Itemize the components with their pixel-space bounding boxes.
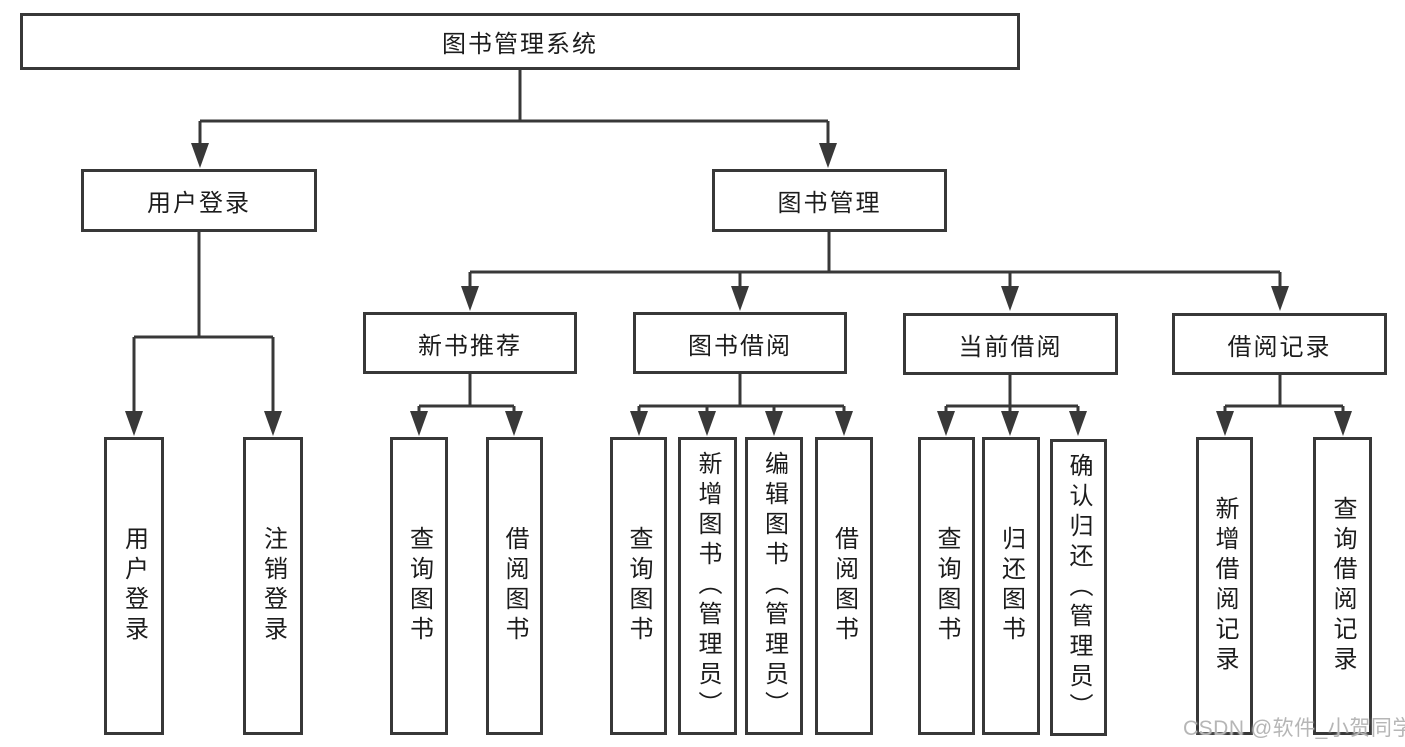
leaf-return-books: 归还图书	[982, 437, 1040, 735]
leaf-edit-books-admin: 编辑图书（管理员）	[745, 437, 803, 735]
leaf-query-books-2: 查询图书	[610, 437, 667, 735]
node-user-login: 用户登录	[81, 169, 317, 232]
csdn-watermark: CSDN @软件_小贺同学	[1183, 717, 1405, 740]
leaf-query-borrow-record: 查询借阅记录	[1313, 437, 1372, 735]
leaf-borrow-books-1: 借阅图书	[486, 437, 543, 735]
node-borrowing-records: 借阅记录	[1172, 313, 1387, 375]
leaf-logout-login: 注销登录	[243, 437, 303, 735]
node-library-system: 图书管理系统	[20, 13, 1020, 70]
arrowheads	[125, 143, 1352, 436]
leaf-borrow-books-2: 借阅图书	[815, 437, 873, 735]
node-book-borrowing: 图书借阅	[633, 312, 847, 374]
leaf-add-borrow-record: 新增借阅记录	[1196, 437, 1253, 735]
node-new-book-recommendation: 新书推荐	[363, 312, 577, 374]
leaf-add-books-admin: 新增图书（管理员）	[678, 437, 737, 735]
leaf-user-login: 用户登录	[104, 437, 164, 735]
leaf-confirm-return-admin: 确认归还（管理员）	[1050, 439, 1107, 736]
leaf-query-books-1: 查询图书	[390, 437, 448, 735]
node-book-management: 图书管理	[712, 169, 947, 232]
node-current-borrowing: 当前借阅	[903, 313, 1118, 375]
leaf-query-books-3: 查询图书	[918, 437, 975, 735]
connector-paths	[132, 70, 1345, 418]
